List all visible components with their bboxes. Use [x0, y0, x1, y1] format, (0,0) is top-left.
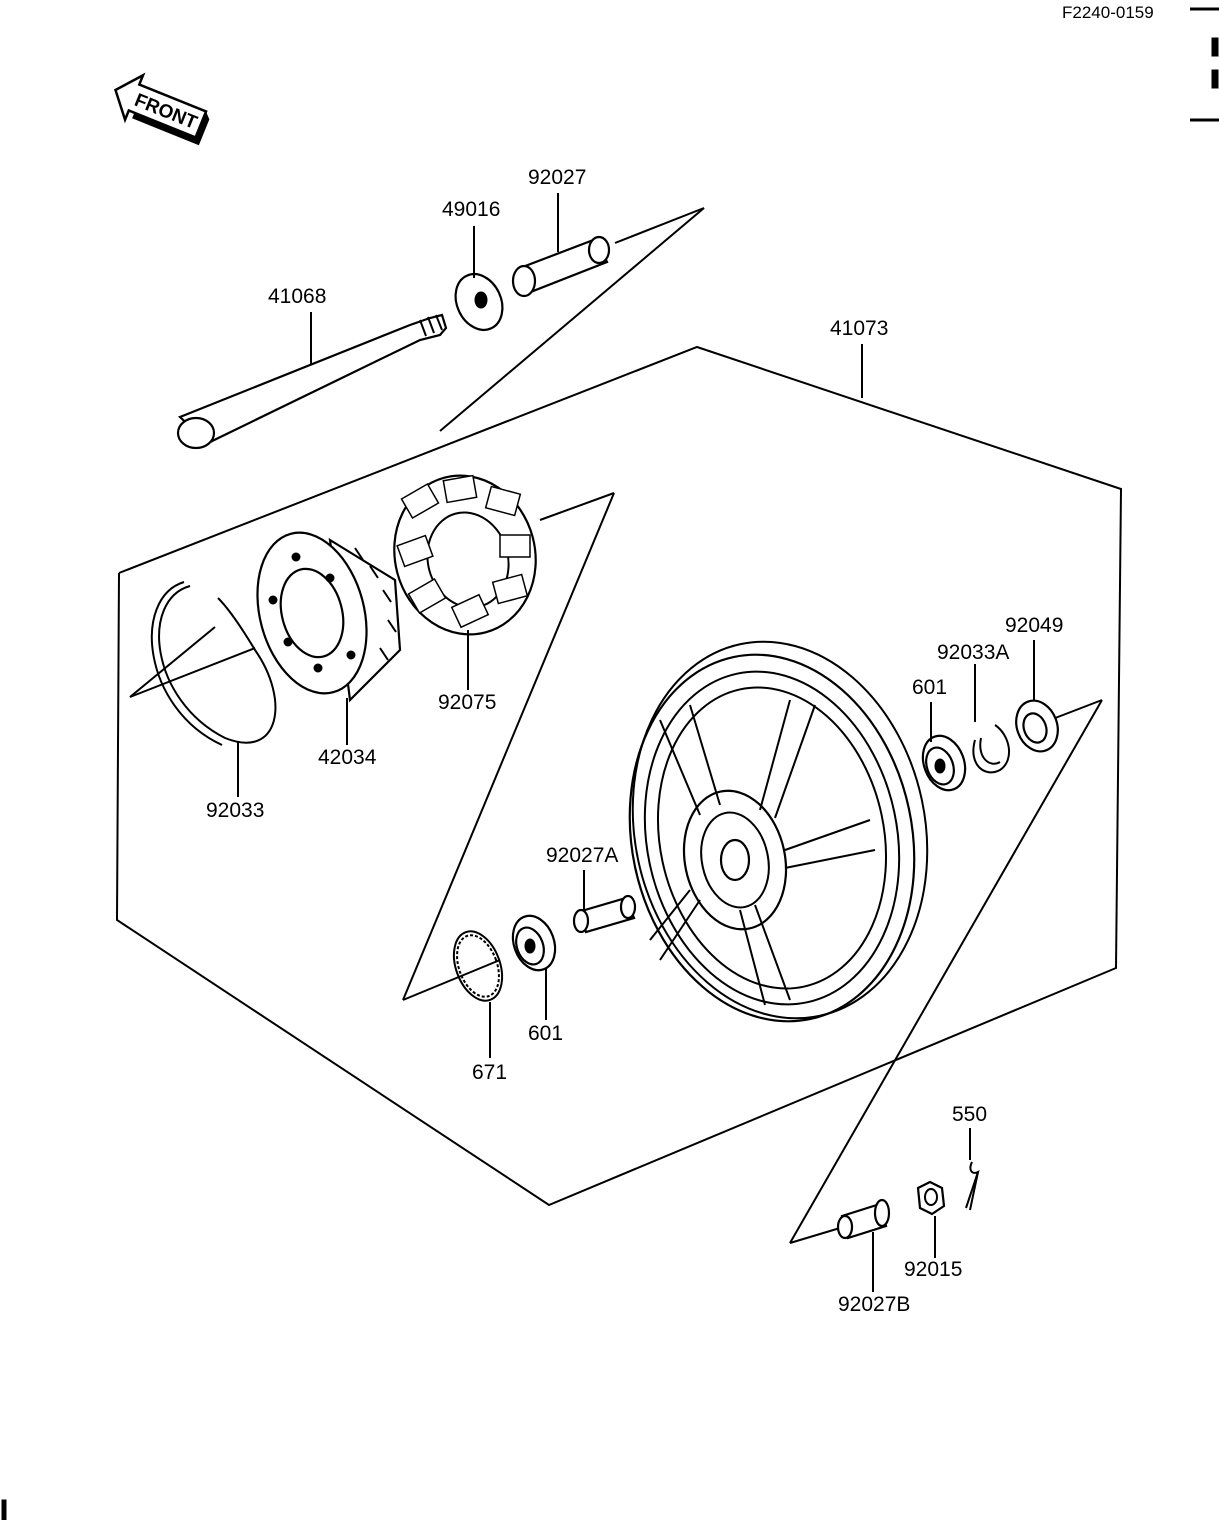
wheel-assembly-outline: [115, 207, 1123, 1244]
sleeve-92027A[interactable]: [572, 894, 637, 934]
part-label-671: 671: [472, 1061, 507, 1084]
oil-seal-92049[interactable]: [1009, 695, 1064, 758]
collar-49016[interactable]: [447, 266, 511, 337]
part-label-92033A: 92033A: [937, 641, 1009, 664]
part-label-49016: 49016: [442, 198, 500, 221]
circlip-92033[interactable]: [151, 581, 277, 746]
bearing-601-right[interactable]: [916, 730, 973, 796]
sleeve-92027[interactable]: [511, 235, 611, 298]
diagram-code: F2240-0159: [1062, 3, 1154, 22]
damper-92075[interactable]: [377, 460, 554, 651]
part-label-92027A: 92027A: [546, 844, 618, 867]
part-label-92049: 92049: [1005, 614, 1063, 637]
part-label-601-right: 601: [912, 676, 947, 699]
part-label-42034: 42034: [318, 746, 377, 769]
axle-nut-92015[interactable]: [916, 1180, 946, 1216]
part-label-92033: 92033: [206, 799, 264, 822]
part-label-92027B: 92027B: [838, 1293, 910, 1316]
part-label-41073: 41073: [830, 317, 888, 340]
circlip-92033A[interactable]: [972, 724, 1010, 774]
part-label-550: 550: [952, 1103, 987, 1126]
part-label-92075: 92075: [438, 691, 496, 714]
o-ring-671[interactable]: [445, 925, 511, 1008]
front-arrow-icon: FRONT: [113, 72, 210, 146]
collar-92027B[interactable]: [836, 1198, 891, 1240]
part-label-92027: 92027: [528, 166, 586, 189]
rear-wheel[interactable]: [597, 614, 962, 1048]
part-label-92015: 92015: [904, 1258, 962, 1281]
margin-marks: [1, 7, 1219, 1520]
bearing-601-left[interactable]: [506, 910, 563, 976]
part-label-601-left: 601: [528, 1022, 563, 1045]
coupling-42034[interactable]: [241, 520, 402, 705]
axle[interactable]: [176, 313, 448, 450]
cotter-pin-550[interactable]: [965, 1161, 980, 1211]
part-label-41068: 41068: [268, 285, 326, 308]
